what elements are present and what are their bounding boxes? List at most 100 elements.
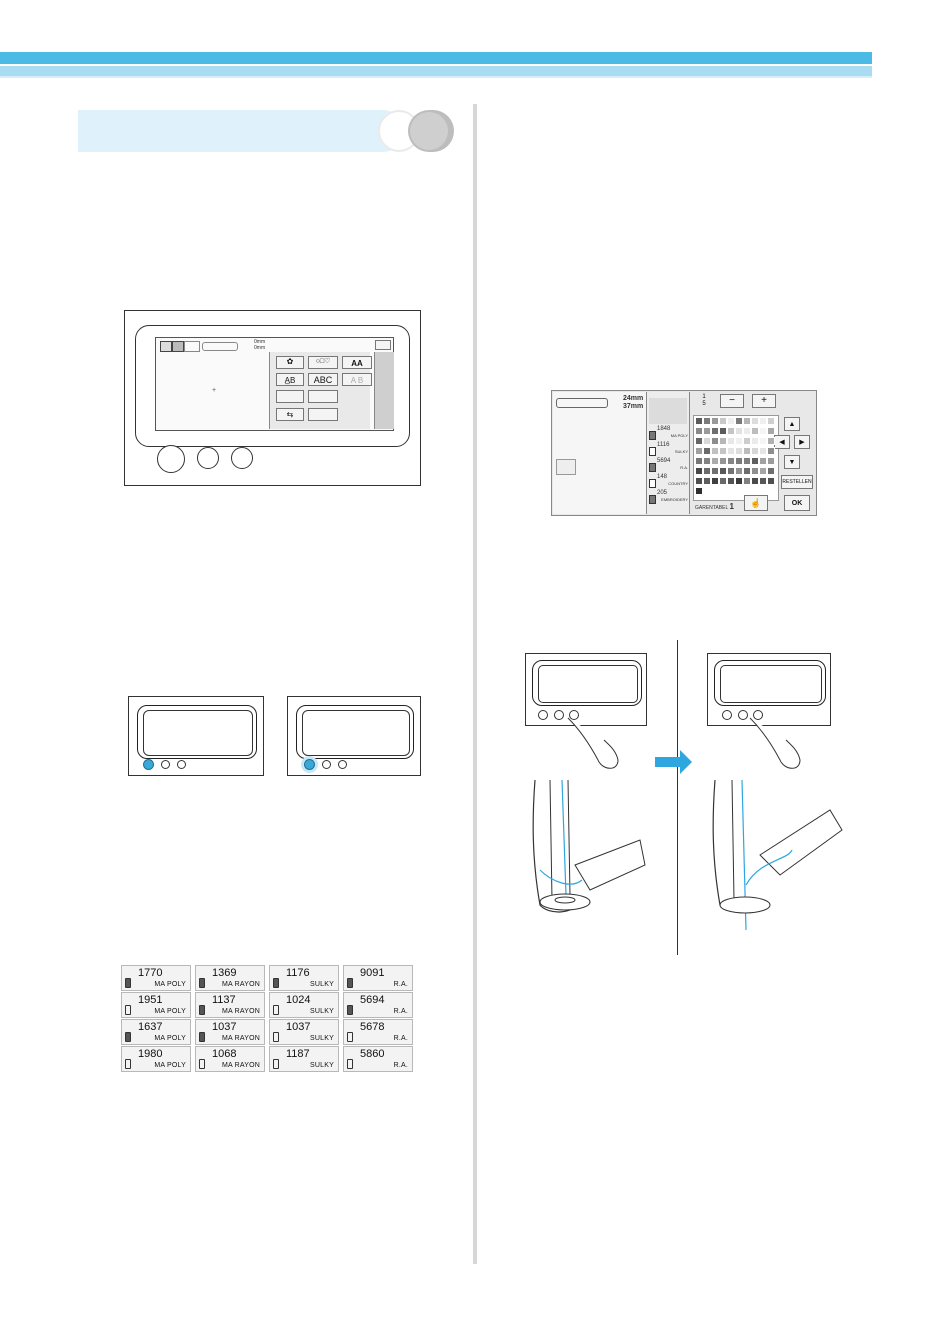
color-swatch[interactable] bbox=[727, 467, 735, 475]
color-swatch[interactable] bbox=[695, 417, 703, 425]
color-swatch[interactable] bbox=[751, 467, 759, 475]
color-swatch[interactable] bbox=[695, 437, 703, 445]
color-swatch[interactable] bbox=[727, 457, 735, 465]
indicator-button[interactable] bbox=[338, 760, 347, 769]
embroidery-pattern-button[interactable]: ✿ bbox=[276, 356, 304, 369]
thread-plus-button[interactable]: + bbox=[752, 394, 776, 408]
color-swatch[interactable] bbox=[719, 417, 727, 425]
color-swatch[interactable] bbox=[759, 417, 767, 425]
color-swatch[interactable] bbox=[719, 427, 727, 435]
color-swatch[interactable] bbox=[735, 477, 743, 485]
arrow-up-button[interactable]: ▲ bbox=[784, 417, 800, 431]
color-swatch[interactable] bbox=[759, 447, 767, 455]
shapes-pattern-button[interactable]: ○□♡ bbox=[308, 356, 338, 369]
indicator-button[interactable] bbox=[161, 760, 170, 769]
palette-thread-number[interactable]: 205 bbox=[657, 490, 668, 496]
memory-button[interactable] bbox=[308, 390, 338, 403]
color-swatch[interactable] bbox=[719, 457, 727, 465]
color-swatch[interactable] bbox=[767, 447, 775, 455]
color-swatch[interactable] bbox=[767, 457, 775, 465]
color-swatch[interactable] bbox=[727, 427, 735, 435]
color-swatch[interactable] bbox=[695, 457, 703, 465]
color-swatch[interactable] bbox=[751, 457, 759, 465]
color-swatch[interactable] bbox=[727, 437, 735, 445]
indicator-lit-button[interactable] bbox=[143, 759, 154, 770]
color-swatch[interactable] bbox=[743, 457, 751, 465]
color-swatch[interactable] bbox=[767, 427, 775, 435]
color-swatch[interactable] bbox=[735, 427, 743, 435]
color-swatch[interactable] bbox=[695, 447, 703, 455]
color-swatch[interactable] bbox=[695, 427, 703, 435]
side-scroll[interactable] bbox=[374, 352, 394, 429]
threading-button[interactable] bbox=[569, 710, 579, 720]
color-swatch[interactable] bbox=[743, 467, 751, 475]
color-swatch[interactable] bbox=[711, 477, 719, 485]
color-swatch[interactable] bbox=[711, 447, 719, 455]
palette-thread-number[interactable]: 1848 bbox=[657, 426, 671, 432]
color-swatch[interactable] bbox=[759, 437, 767, 445]
color-swatch[interactable] bbox=[767, 467, 775, 475]
usb-button[interactable]: ⇆ bbox=[276, 408, 304, 421]
color-swatch[interactable] bbox=[759, 427, 767, 435]
color-swatch[interactable] bbox=[735, 447, 743, 455]
color-swatch[interactable] bbox=[735, 467, 743, 475]
color-swatch[interactable] bbox=[735, 437, 743, 445]
color-swatch[interactable] bbox=[735, 417, 743, 425]
color-swatch[interactable] bbox=[703, 417, 711, 425]
color-swatch[interactable] bbox=[695, 467, 703, 475]
color-swatch[interactable] bbox=[743, 417, 751, 425]
color-swatch[interactable] bbox=[727, 447, 735, 455]
color-swatch[interactable] bbox=[719, 477, 727, 485]
color-swatch[interactable] bbox=[751, 427, 759, 435]
indicator-button[interactable] bbox=[177, 760, 186, 769]
color-swatch[interactable] bbox=[735, 457, 743, 465]
reset-button[interactable]: RESTELLEN bbox=[781, 475, 813, 489]
color-swatch[interactable] bbox=[711, 437, 719, 445]
color-swatch[interactable] bbox=[759, 467, 767, 475]
palette-thread-number[interactable]: 148 bbox=[657, 474, 668, 480]
color-swatch[interactable] bbox=[695, 477, 703, 485]
color-swatch[interactable] bbox=[719, 447, 727, 455]
font-button[interactable]: ABC bbox=[308, 373, 338, 386]
palette-thread-number[interactable]: 5694 bbox=[657, 458, 671, 464]
color-swatch[interactable] bbox=[719, 437, 727, 445]
pattern-icon[interactable] bbox=[160, 341, 172, 352]
color-swatch[interactable] bbox=[751, 477, 759, 485]
color-swatch[interactable] bbox=[703, 447, 711, 455]
color-swatch[interactable] bbox=[711, 467, 719, 475]
color-swatch[interactable] bbox=[703, 477, 711, 485]
color-swatch[interactable] bbox=[759, 457, 767, 465]
color-swatch[interactable] bbox=[751, 437, 759, 445]
arrow-right-button[interactable]: ▶ bbox=[794, 435, 810, 449]
color-swatch[interactable] bbox=[727, 417, 735, 425]
automatic-threading-button[interactable] bbox=[231, 447, 253, 469]
color-swatch[interactable] bbox=[711, 417, 719, 425]
color-swatch[interactable] bbox=[767, 417, 775, 425]
thread-cutter-button[interactable] bbox=[197, 447, 219, 469]
threading-button[interactable] bbox=[753, 710, 763, 720]
color-swatch[interactable] bbox=[703, 467, 711, 475]
card-button[interactable] bbox=[276, 390, 304, 403]
color-swatch[interactable] bbox=[727, 477, 735, 485]
color-swatch[interactable] bbox=[711, 457, 719, 465]
arrow-down-button[interactable]: ▼ bbox=[784, 455, 800, 469]
help-button[interactable] bbox=[375, 340, 391, 350]
color-swatch[interactable] bbox=[751, 447, 759, 455]
color-swatch[interactable] bbox=[743, 447, 751, 455]
color-swatch[interactable] bbox=[695, 487, 703, 495]
color-swatch[interactable] bbox=[703, 427, 711, 435]
hoop-icon[interactable] bbox=[172, 341, 184, 352]
indicator-button[interactable] bbox=[322, 760, 331, 769]
color-swatch[interactable] bbox=[767, 477, 775, 485]
frame-pattern-button[interactable]: A̲B bbox=[276, 373, 304, 386]
color-swatch[interactable] bbox=[759, 477, 767, 485]
color-swatch[interactable] bbox=[703, 437, 711, 445]
hand-button[interactable]: ☝ bbox=[744, 495, 768, 511]
color-swatch[interactable] bbox=[743, 477, 751, 485]
indicator-flashing-button[interactable] bbox=[304, 759, 315, 770]
color-swatch[interactable] bbox=[743, 427, 751, 435]
arrow-left-button[interactable]: ◀ bbox=[774, 435, 790, 449]
start-stop-button[interactable] bbox=[157, 445, 185, 473]
monogram-button[interactable]: A B bbox=[342, 373, 372, 386]
color-swatch[interactable] bbox=[751, 417, 759, 425]
